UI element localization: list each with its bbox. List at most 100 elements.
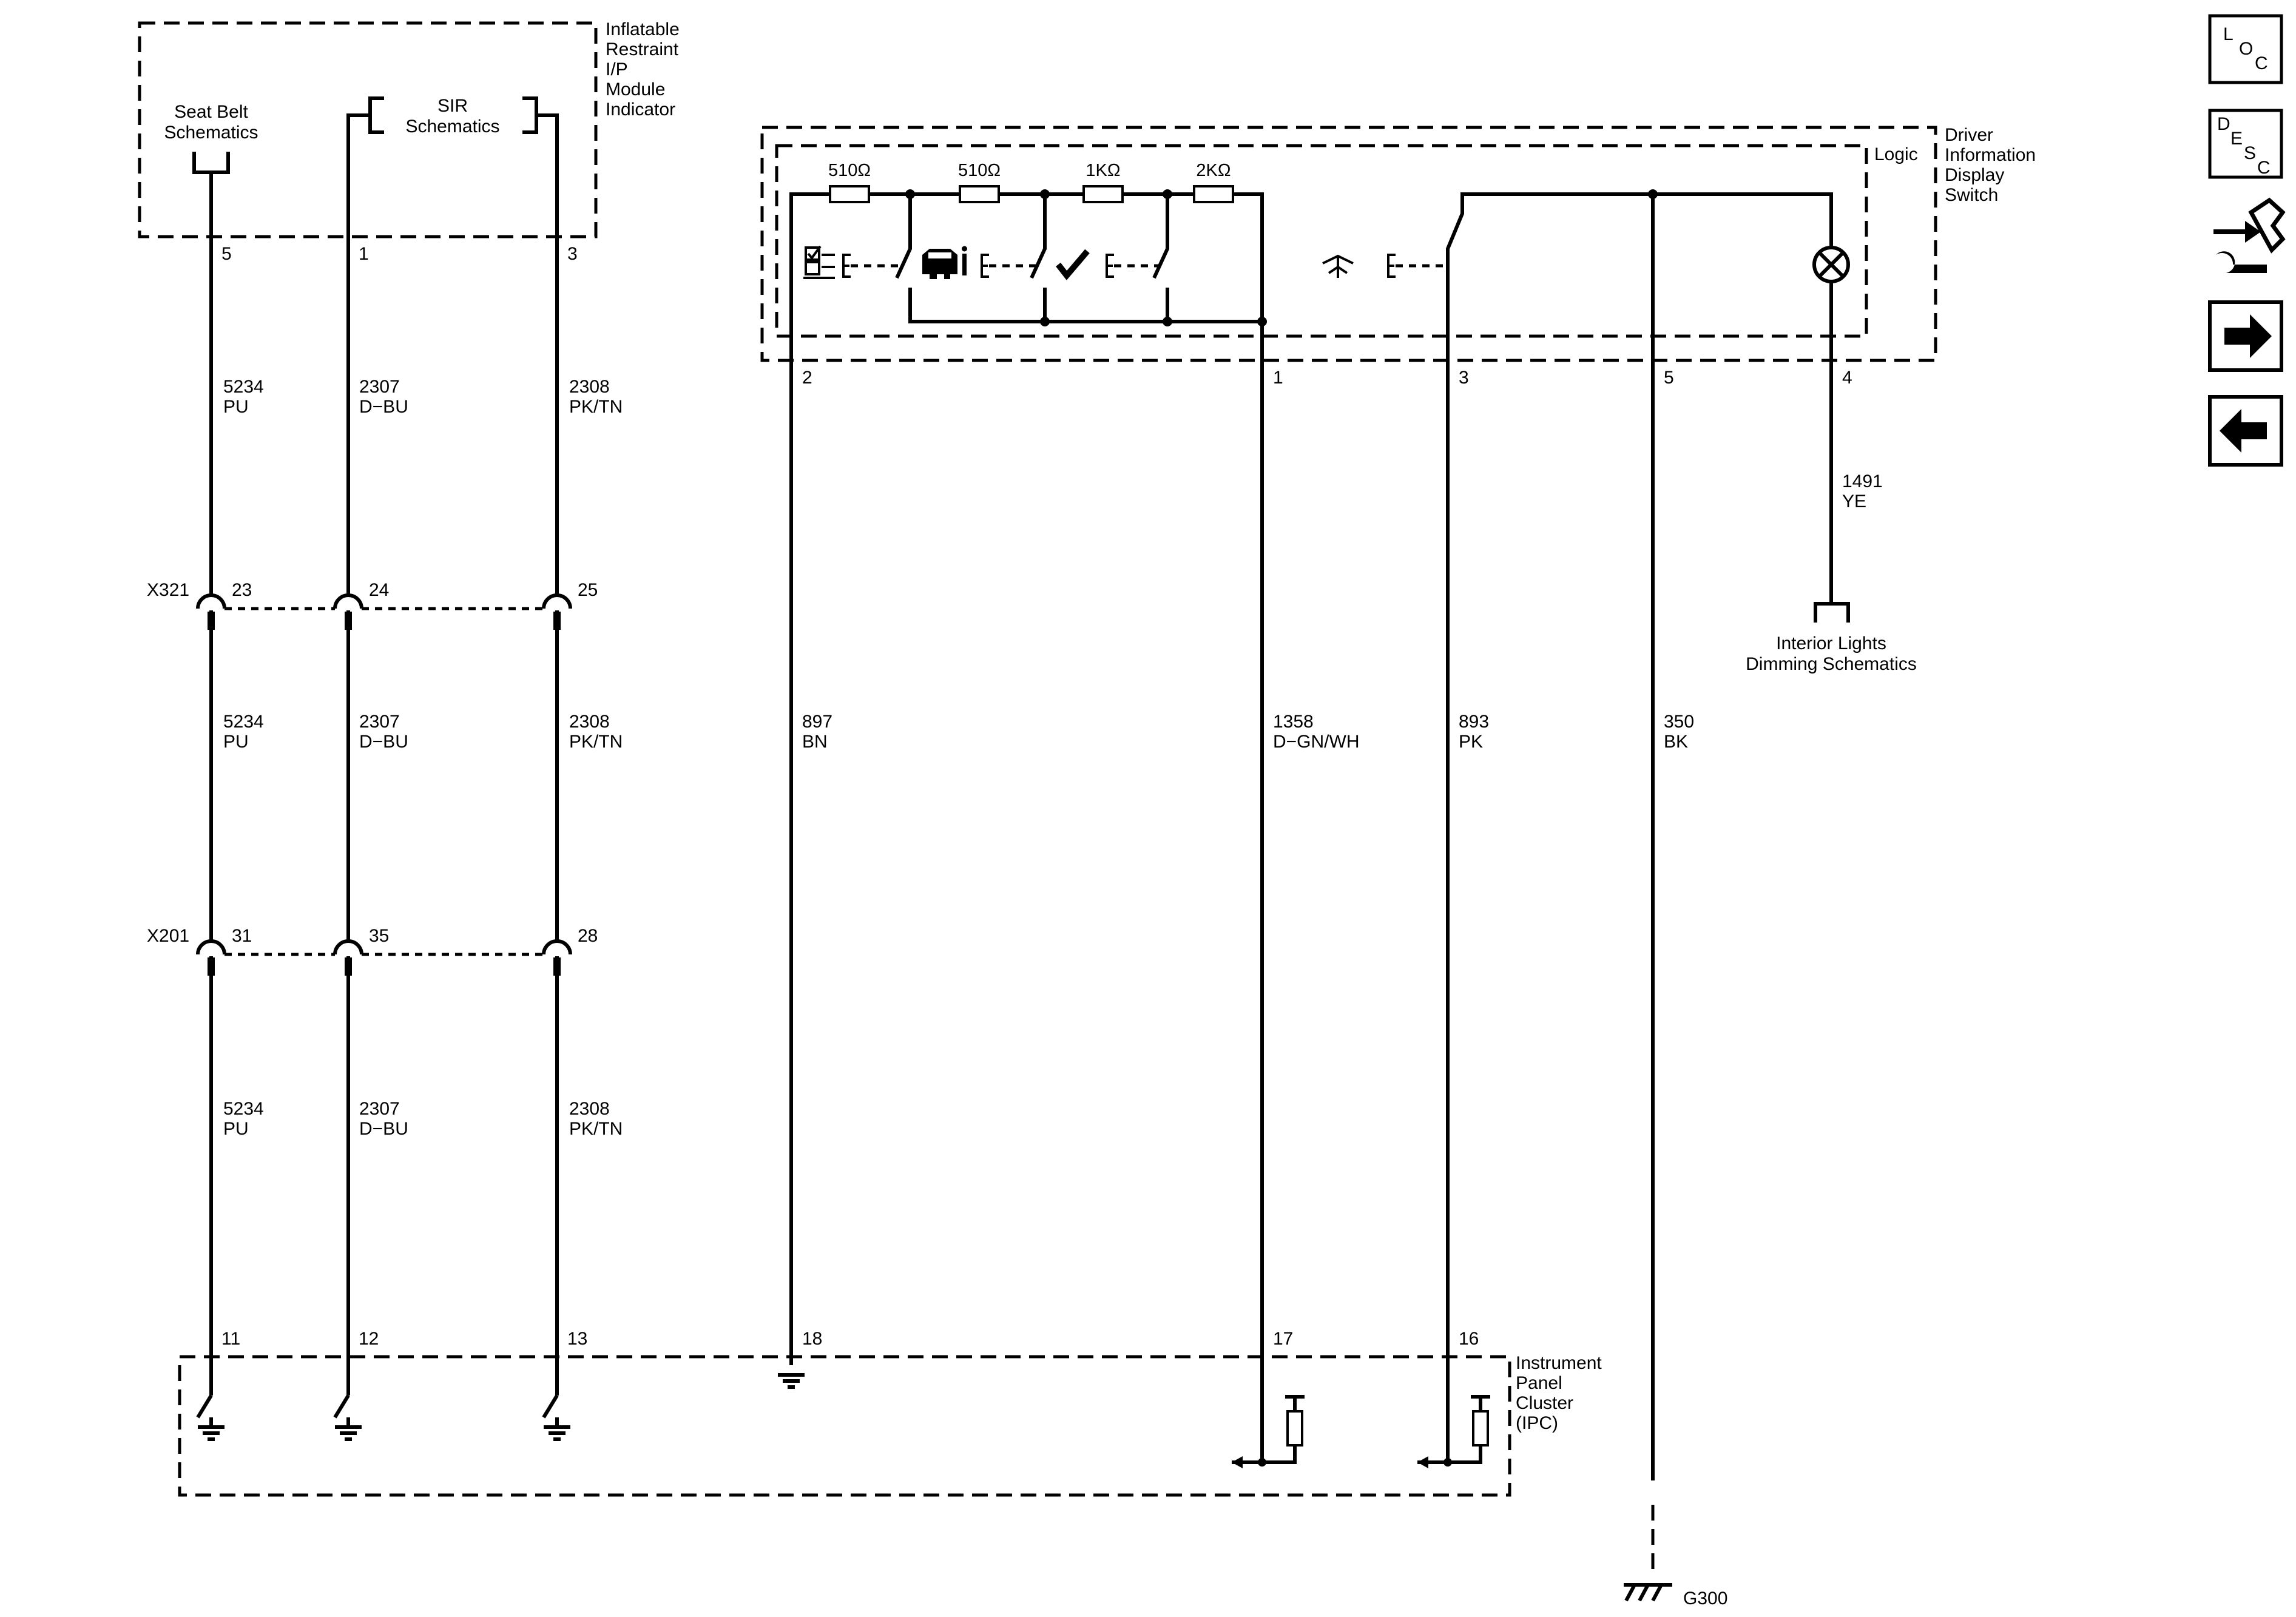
desc-letter: C xyxy=(2257,158,2271,178)
pin-label: 4 xyxy=(1842,368,1852,388)
wire-number: 893 xyxy=(1459,712,1489,732)
ipc-label-2: Panel xyxy=(1516,1373,1562,1393)
resistor-icon xyxy=(959,185,1000,203)
wire-number: 2308 xyxy=(569,712,610,732)
trip-info-icon xyxy=(803,245,835,279)
wire-labels-bottom: 5234 PU 2307 D−BU 2308 PK/TN xyxy=(223,1099,623,1139)
wire-number: 1491 xyxy=(1842,471,1883,491)
ipc-label-3: Cluster xyxy=(1516,1393,1573,1413)
seat-belt-ref-1: Seat Belt xyxy=(174,102,248,122)
pin-label: 5 xyxy=(221,244,232,264)
dash-light-icon xyxy=(1322,254,1354,278)
dids-module: Driver Information Display Switch Logic … xyxy=(760,125,2036,1480)
wire-color: PK xyxy=(1459,732,1483,752)
pin-label: 24 xyxy=(369,580,389,600)
restraint-module: Inflatable Restraint I/P Module Indicato… xyxy=(138,19,680,238)
ground-switch-icon xyxy=(542,1394,570,1441)
pin-label: 17 xyxy=(1273,1329,1293,1349)
wire-color: PK/TN xyxy=(569,1119,623,1139)
loc-letter: C xyxy=(2255,53,2268,73)
dids-label-1: Driver xyxy=(1945,125,1993,145)
wire-number: 897 xyxy=(802,712,832,732)
sir-bracket-right xyxy=(522,96,538,134)
dids-label-3: Display xyxy=(1945,165,2004,185)
ground-icon xyxy=(778,1373,805,1389)
arrow-left-icon[interactable] xyxy=(2208,395,2283,467)
wire-number: 350 xyxy=(1664,712,1694,732)
resistor-value: 510Ω xyxy=(958,161,1001,180)
loc-letter: L xyxy=(2223,24,2234,44)
logic-label: Logic xyxy=(1874,144,1918,164)
pin-label: 35 xyxy=(369,926,389,946)
wire-number: 5234 xyxy=(223,377,264,397)
restraint-label-5: Indicator xyxy=(606,100,675,120)
pin-label: 2 xyxy=(802,368,812,388)
pullup-resistor-icon xyxy=(1417,1395,1490,1468)
checkmark-icon xyxy=(1056,249,1090,280)
desc-letter: D xyxy=(2217,114,2230,134)
wire-number: 5234 xyxy=(223,712,264,732)
wire-color: D−BU xyxy=(359,732,408,752)
desc-letter: E xyxy=(2230,129,2243,149)
pin-label: 16 xyxy=(1459,1329,1479,1349)
pin-label: 12 xyxy=(359,1329,379,1349)
wire-color: PU xyxy=(223,1119,249,1139)
ipc-module: Instrument Panel Cluster (IPC) 11 12 13 … xyxy=(178,613,1602,1497)
desc-letter: S xyxy=(2244,143,2256,163)
vehicle-info-icon xyxy=(922,246,967,279)
seat-belt-ref-bracket xyxy=(192,152,230,174)
wire-color: PU xyxy=(223,397,249,417)
seat-belt-ref-2: Schematics xyxy=(164,123,258,143)
ground-switch-icon xyxy=(196,1394,225,1441)
restraint-label-2: Restraint xyxy=(606,39,679,59)
desc-button[interactable]: D E S C xyxy=(2208,109,2283,179)
wire-color: BN xyxy=(802,732,828,752)
sir-ref-1: SIR xyxy=(437,96,468,116)
dids-pins: 2 1 3 5 4 xyxy=(802,368,1852,388)
pin-label: 13 xyxy=(567,1329,587,1349)
pin-label: 1 xyxy=(359,244,369,264)
ground-switch-icon xyxy=(333,1394,362,1441)
wire-number: 2308 xyxy=(569,377,610,397)
connector-x321: X321 23 24 25 xyxy=(147,580,598,630)
ground-label: G300 xyxy=(1683,1588,1727,1609)
resistor-value: 2KΩ xyxy=(1196,161,1231,180)
connector-wrench-icon[interactable] xyxy=(2213,197,2286,273)
wire-labels-top: 5234 PU 2307 D−BU 2308 PK/TN xyxy=(223,377,623,417)
wire-number: 2307 xyxy=(359,377,400,397)
pin-label: 1 xyxy=(1273,368,1283,388)
pin-label: 25 xyxy=(578,580,598,600)
restraint-label-1: Inflatable xyxy=(606,19,680,39)
loc-button[interactable]: L O C xyxy=(2208,14,2283,84)
wire-number: 1358 xyxy=(1273,712,1314,732)
arrow-right-icon[interactable] xyxy=(2208,300,2283,372)
pin-label: 18 xyxy=(802,1329,822,1349)
pin-label: 5 xyxy=(1664,368,1674,388)
resistor-value: 1KΩ xyxy=(1086,161,1120,180)
wire-color: PK/TN xyxy=(569,397,623,417)
wire-color: D−GN/WH xyxy=(1273,732,1360,752)
ipc-label-4: (IPC) xyxy=(1516,1413,1558,1433)
interior-ref-1: Interior Lights xyxy=(1776,633,1886,653)
wire-color: D−BU xyxy=(359,397,408,417)
sir-bracket-left xyxy=(368,96,384,134)
connector-label: X321 xyxy=(147,580,189,600)
wire-number: 2307 xyxy=(359,1099,400,1119)
resistor-icon xyxy=(1082,185,1124,203)
resistor-icon xyxy=(1193,185,1234,203)
pin-label: 11 xyxy=(221,1329,240,1349)
dids-label-2: Information xyxy=(1945,145,2036,165)
restraint-label-3: I/P xyxy=(606,59,628,79)
wire-color: D−BU xyxy=(359,1119,408,1139)
wire-number: 2308 xyxy=(569,1099,610,1119)
pin-label: 3 xyxy=(1459,368,1469,388)
wire-color: BK xyxy=(1664,732,1688,752)
left-wiring xyxy=(209,113,559,1396)
wire-number: 2307 xyxy=(359,712,400,732)
wire-color: YE xyxy=(1842,491,1866,511)
wire-color: PK/TN xyxy=(569,732,623,752)
restraint-pins: 5 1 3 xyxy=(221,244,578,264)
connector-x201: X201 31 35 28 xyxy=(147,926,598,976)
wire-labels-right: 897 BN 1358 D−GN/WH 893 PK 350 BK xyxy=(802,712,1694,752)
